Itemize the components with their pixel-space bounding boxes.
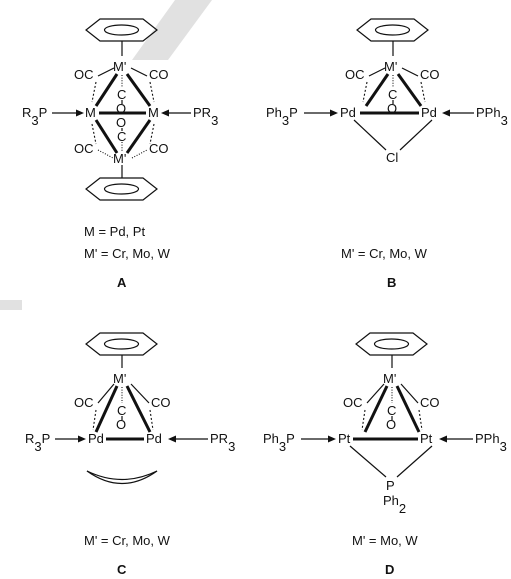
top-metal: M' [113,371,126,386]
metal-left: Pt [338,431,351,446]
arrow-icon [78,435,86,443]
bridge-chloride: Cl [386,150,398,165]
arrow-icon [161,109,169,117]
structure-c: M' OC CO C O R3P Pd Pd PR3 M' = Cr, Mo, … [25,332,235,577]
metal-right: Pt [420,431,433,446]
structure-label: A [117,275,127,290]
arrow-icon [330,109,338,117]
oc-label: OC [343,395,363,410]
cp-ring-icon [85,18,158,42]
metal-left: Pd [340,105,356,120]
carbonyl-o-bottom: O [116,115,126,130]
top-metal: M' [383,371,396,386]
oc-label: OC [74,395,94,410]
arrow-icon [442,109,450,117]
structure-a: M' OC CO C O R3P M M PR3 O C M' [22,18,218,290]
co-label-top: CO [149,67,169,82]
carbonyl-o: O [116,417,126,432]
bridge-phenyl: Ph2 [383,493,406,516]
cp-ring-icon [85,177,158,201]
caption-line-1: M' = Mo, W [352,533,418,548]
top-metal: M' [113,59,126,74]
metal-right: Pd [146,431,162,446]
ligand-left: Ph3P [266,105,298,128]
co-label-bottom: CO [149,141,169,156]
arrow-icon [439,435,447,443]
structure-b: M' OC CO C O Ph3P Pd Pd PPh3 Cl M' = Cr,… [266,18,508,290]
ligand-right: PR3 [193,105,218,128]
arrow-icon [328,435,336,443]
carbonyl-c: C [387,403,396,418]
co-label: CO [420,67,440,82]
metal-right: M [148,105,159,120]
cp-ring-icon [85,332,158,356]
carbonyl-c: C [117,403,126,418]
structure-label: D [385,562,394,577]
carbonyl-c: C [388,87,397,102]
metal-right: Pd [421,105,437,120]
ligand-right: PR3 [210,431,235,454]
carbonyl-o: O [386,417,396,432]
bridge-phosphorus: P [386,478,395,493]
caption-line-2: M' = Cr, Mo, W [84,246,171,261]
top-metal: M' [384,59,397,74]
oc-label: OC [345,67,365,82]
metal-left: M [85,105,96,120]
watermark-shape-mid [0,300,22,310]
ligand-right: PPh3 [476,105,508,128]
bridging-arc-ligand [86,470,158,480]
oc-label-top: OC [74,67,94,82]
watermark-shape-top [132,0,212,60]
caption-line-1: M' = Cr, Mo, W [341,246,428,261]
ligand-left: R3P [25,431,50,454]
carbonyl-o: O [387,101,397,116]
ligand-left: Ph3P [263,431,295,454]
carbonyl-o-top: O [116,101,126,116]
ligand-right: PPh3 [475,431,507,454]
ligand-left: R3P [22,105,47,128]
co-label: CO [151,395,171,410]
metal-left: Pd [88,431,104,446]
arrow-icon [76,109,84,117]
co-label: CO [420,395,440,410]
carbonyl-c-top: C [117,87,126,102]
carbonyl-c-bottom: C [117,129,126,144]
cp-ring-icon [356,18,429,42]
caption-line-1: M' = Cr, Mo, W [84,533,171,548]
bottom-metal: M' [113,151,126,166]
cp-ring-icon [355,332,428,356]
oc-label-bottom: OC [74,141,94,156]
structure-label: C [117,562,127,577]
structure-label: B [387,275,396,290]
caption-line-1: M = Pd, Pt [84,224,145,239]
structure-d: M' OC CO C O Ph3P Pt Pt PPh3 P Ph2 M' = … [263,332,507,577]
arrow-icon [168,435,176,443]
